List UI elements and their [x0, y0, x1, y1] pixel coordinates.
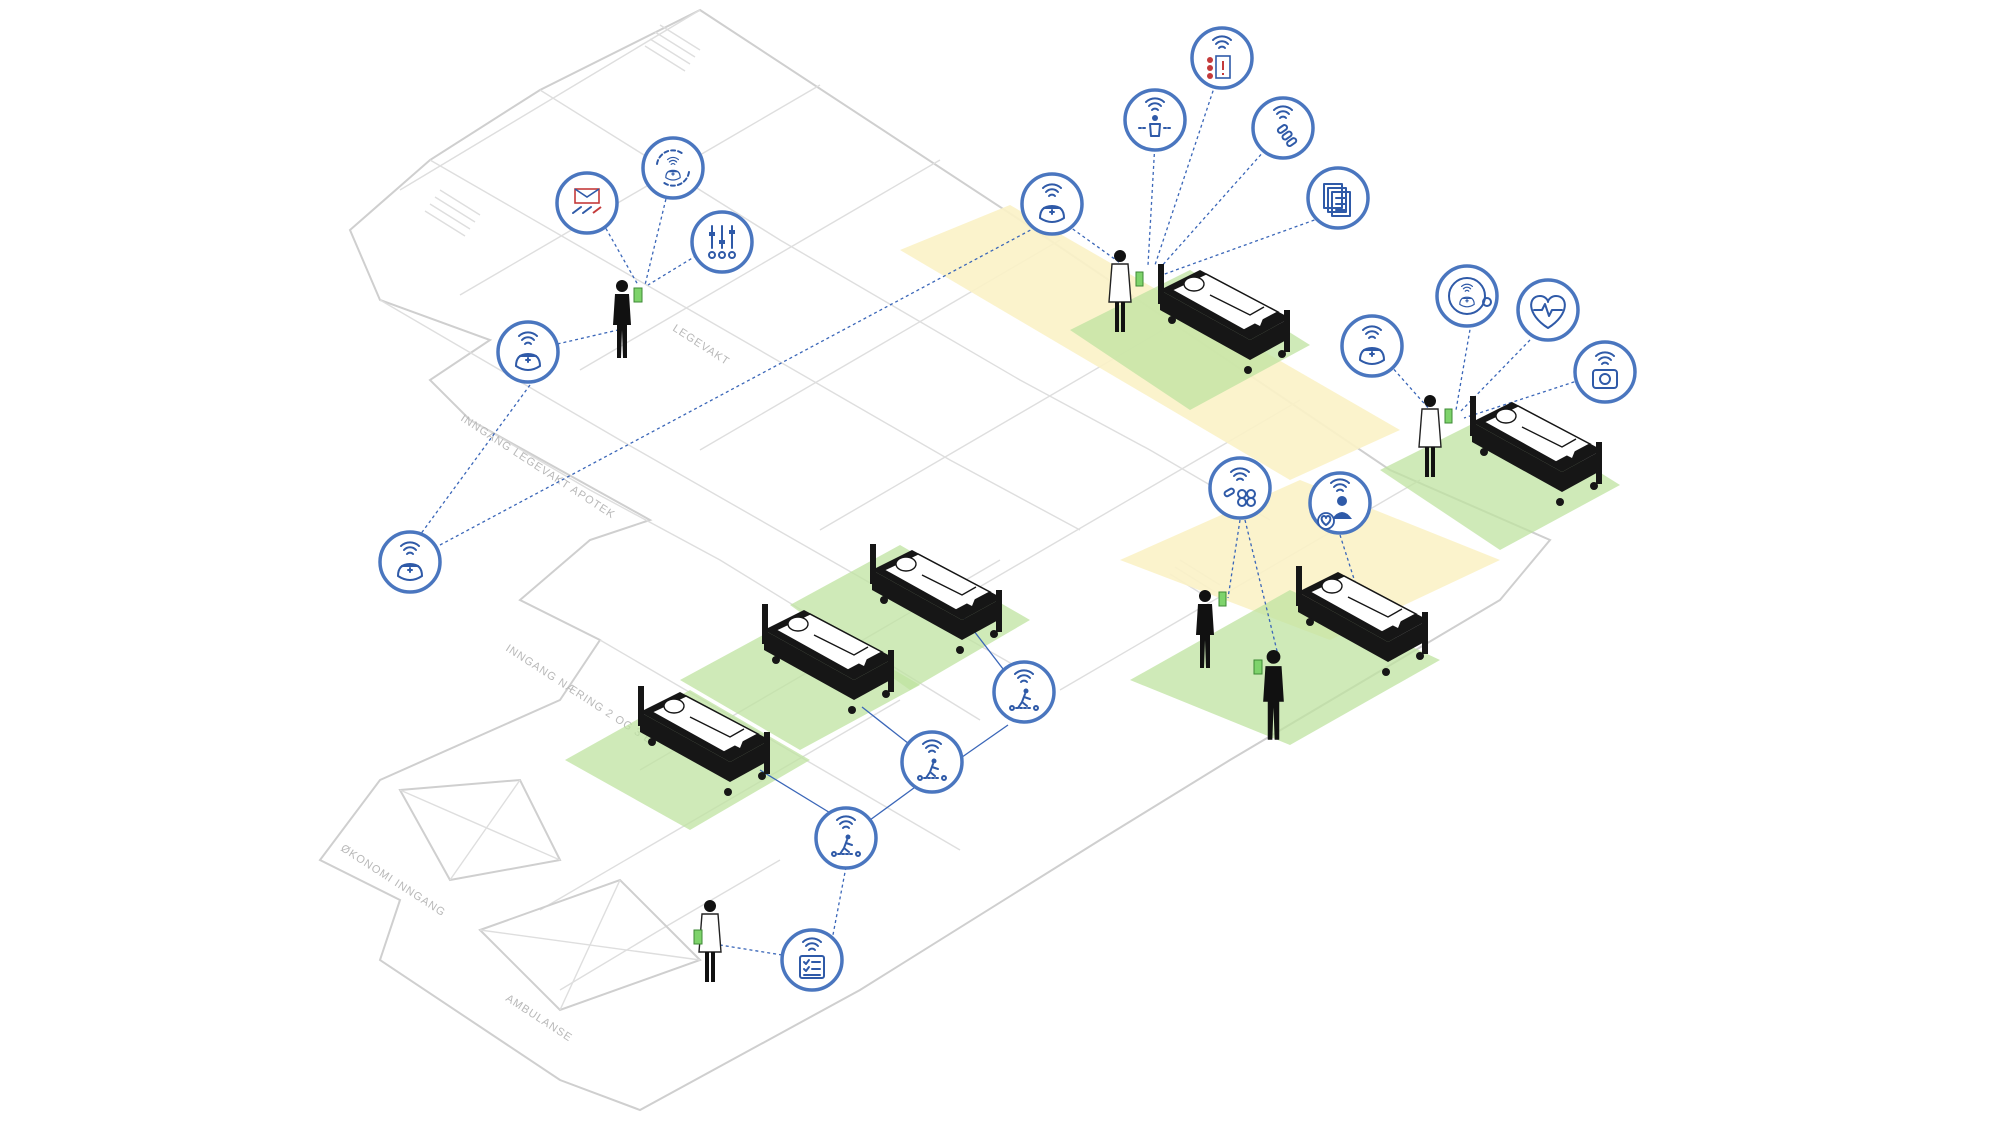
node-fall-detect-upper — [992, 660, 1056, 724]
node-nurse-call-left — [496, 320, 560, 384]
tablet — [693, 929, 703, 945]
node-nurse-timer — [1435, 264, 1499, 328]
patient-wifi-icon — [1138, 97, 1172, 137]
node-checklist — [780, 928, 844, 992]
node-medication — [1251, 96, 1315, 160]
pills-wifi-icon — [1223, 467, 1256, 507]
zone-ward-lower-b — [680, 615, 920, 750]
sliders-wifi-icon — [708, 225, 736, 259]
doctor-right — [1418, 394, 1453, 478]
tablet — [1218, 591, 1227, 607]
doctor-upper — [1108, 249, 1144, 333]
alert-list-wifi-icon — [1207, 35, 1232, 79]
documents-wifi-icon — [1323, 183, 1351, 217]
people — [613, 249, 1453, 983]
tablet — [1253, 659, 1263, 675]
node-documents — [1306, 166, 1370, 230]
node-patient — [1123, 88, 1187, 152]
node-alert-list — [1190, 26, 1254, 90]
staff-mid — [1253, 650, 1284, 740]
zones — [565, 205, 1620, 830]
node-pills — [1208, 456, 1272, 520]
node-fall-detect-mid — [900, 730, 964, 794]
medication-wifi-icon — [1273, 105, 1298, 148]
zone-ward-lower-c — [790, 545, 1030, 690]
node-fall-detect-lower — [814, 806, 878, 870]
tablet — [633, 287, 643, 303]
node-nurse-call-right — [1340, 314, 1404, 378]
checklist-wifi-icon — [799, 937, 825, 979]
label-okonomi-inngang: ØKONOMI INNGANG — [338, 842, 447, 919]
cycle-wifi-icon — [656, 149, 690, 187]
label-ambulanse: AMBULANSE — [503, 992, 574, 1044]
zone-corridor-mid — [1120, 480, 1500, 640]
nodes — [378, 26, 1637, 992]
nurse-timer-icon — [1448, 277, 1492, 315]
node-sliders — [690, 210, 754, 274]
node-camera — [1573, 340, 1637, 404]
node-message — [555, 171, 619, 235]
tablet — [1135, 271, 1144, 287]
nurse-mid — [1196, 590, 1227, 668]
staff-left — [613, 280, 643, 358]
message-wifi-icon — [572, 188, 602, 214]
label-inngang-legevakt: INNGANG LEGEVAKT APOTEK — [458, 412, 617, 521]
caregiver-heart-icon — [1317, 478, 1352, 530]
zone-ward-lower-a — [565, 690, 810, 830]
node-heart — [1516, 278, 1580, 342]
node-cycle — [641, 136, 705, 200]
camera-icon — [1592, 351, 1618, 389]
zone-ward-upper — [1070, 270, 1310, 410]
tablet — [1444, 408, 1453, 424]
doctor-lower — [693, 899, 722, 983]
node-nurse-call-far-left — [378, 530, 442, 594]
node-caregiver — [1308, 471, 1372, 535]
node-nurse-call-upper — [1020, 172, 1084, 236]
heart-icon — [1530, 295, 1566, 329]
